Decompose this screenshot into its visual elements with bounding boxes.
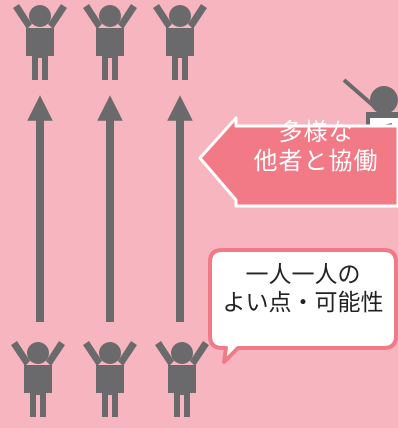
speech-bubble-shape — [208, 248, 398, 364]
person-icon — [153, 4, 207, 80]
bubble-line-2: よい点・可能性 — [222, 289, 384, 316]
bottom-people-row — [11, 341, 209, 417]
person-icon — [83, 341, 137, 417]
growth-arrows — [27, 95, 193, 322]
callout-arrow-shape — [198, 116, 398, 208]
person-icon — [155, 341, 209, 417]
person-icon — [11, 341, 65, 417]
person-icon — [13, 4, 67, 80]
bubble-line-1: 一人一人の — [245, 262, 361, 288]
person-icon — [83, 4, 137, 80]
top-people-row — [13, 4, 207, 80]
callout-arrow-label: 多様な 他者と協働 — [236, 118, 396, 176]
callout-line-1: 多様な — [278, 118, 354, 146]
speech-bubble-label: 一人一人の よい点・可能性 — [212, 262, 394, 317]
callout-line-2: 他者と協働 — [253, 146, 379, 175]
